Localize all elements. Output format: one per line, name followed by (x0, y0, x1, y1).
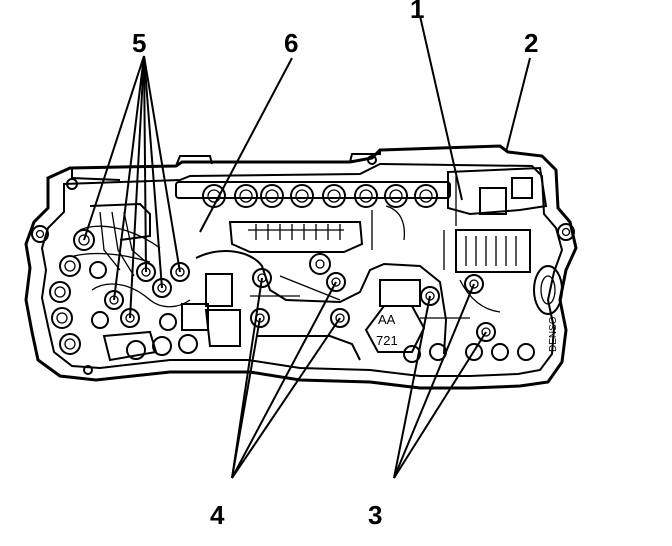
stamp-number: 721 (376, 333, 398, 348)
callout-3: 3 (368, 500, 382, 530)
callout-labels: 5 6 1 2 4 3 (132, 0, 538, 530)
brand-label: DENSO (548, 316, 559, 352)
right-connector-area (403, 166, 563, 363)
callout-1: 1 (410, 0, 424, 24)
center-connector-area (195, 205, 448, 361)
callout-6: 6 (284, 28, 298, 58)
callout-4: 4 (210, 500, 225, 530)
callout-2: 2 (524, 28, 538, 58)
top-socket-row (175, 181, 451, 208)
left-socket-cluster (49, 202, 209, 362)
callout-5: 5 (132, 28, 146, 58)
part-stamp: AA 721 (364, 305, 426, 353)
stamp-code: AA (378, 312, 396, 327)
leader-lines (83, 15, 531, 479)
